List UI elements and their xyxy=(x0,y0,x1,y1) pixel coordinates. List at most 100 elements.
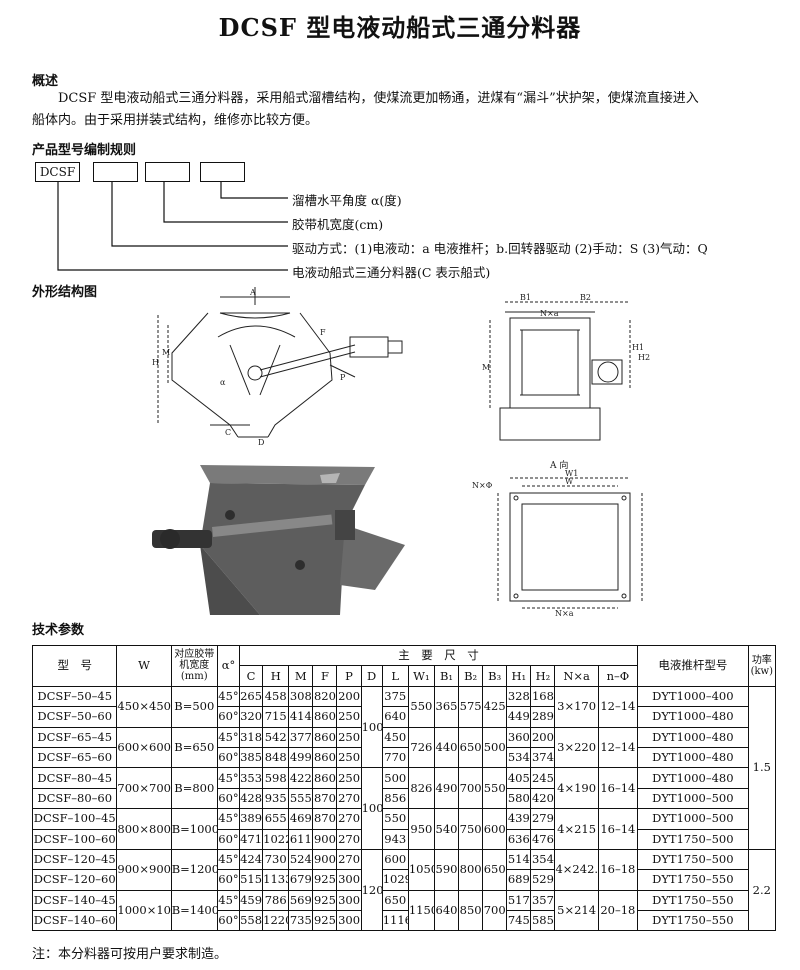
rule-item-drive-mode: 驱动方式：(1)电液动：a 电液推杆；b.回转器驱动 (2)手动：S (3)气动… xyxy=(292,241,708,256)
cell-l: 450 xyxy=(381,726,409,748)
page-title: DCSF 型电液动船式三通分料器 xyxy=(218,13,582,42)
cell-w: 600×600 xyxy=(116,726,172,769)
rule-item-angle: 溜槽水平角度 α(度) xyxy=(292,193,402,208)
dim-label-na: N×a xyxy=(540,309,559,318)
cell-alpha: 60° xyxy=(216,746,241,769)
cell-b1: 365 xyxy=(433,685,460,728)
cell-h2: 476 xyxy=(530,828,556,850)
cell-b1: 440 xyxy=(433,726,460,769)
cell-h: 935 xyxy=(262,787,290,810)
cell-l: 375 xyxy=(381,685,409,708)
cell-h2: 245 xyxy=(530,767,556,789)
side-view-drawing: B1 B2 N×a H1 H2 M xyxy=(482,293,650,441)
cell-h2: 354 xyxy=(530,848,556,871)
cell-w: 450×450 xyxy=(116,685,172,728)
dim-label-d: D xyxy=(258,438,264,445)
cell-f: 925 xyxy=(312,889,338,912)
cell-h2: 585 xyxy=(530,910,556,932)
cell-c: 424 xyxy=(239,848,264,871)
cell-nphi: 16–14 xyxy=(597,808,639,850)
cell-h1: 517 xyxy=(506,889,532,912)
cell-m: 555 xyxy=(288,787,314,810)
a-view-drawing: A 向 W1 W N×Φ N×a xyxy=(472,459,643,618)
cell-l: 1116 xyxy=(381,910,409,932)
cell-l: 650 xyxy=(381,889,409,912)
cell-w1: 826 xyxy=(407,767,435,810)
cell-l: 856 xyxy=(381,787,409,810)
cell-h2: 374 xyxy=(530,746,556,769)
cell-alpha: 45° xyxy=(216,685,241,708)
cell-p: 250 xyxy=(336,706,362,728)
col-c: C xyxy=(239,665,264,687)
cell-p: 200 xyxy=(336,685,362,708)
cell-h: 786 xyxy=(262,889,290,912)
dim-label-f: F xyxy=(320,328,326,337)
col-h1: H₁ xyxy=(506,665,532,687)
cell-pusher: DYT1000–480 xyxy=(637,726,749,748)
cell-belt: B=1400 xyxy=(170,889,218,932)
col-h2: H₂ xyxy=(530,665,556,687)
cell-model: DCSF–65–45 xyxy=(31,726,118,748)
col-m: M xyxy=(288,665,314,687)
overview-line-1: DCSF 型电液动船式三通分料器，采用船式溜槽结构，使煤流更加畅通，进煤有“漏斗… xyxy=(58,91,699,106)
product-photo xyxy=(152,465,405,615)
cell-pusher: DYT1000–480 xyxy=(637,767,749,789)
cell-nphi: 20–18 xyxy=(597,889,639,932)
cell-m: 524 xyxy=(288,848,314,871)
cell-l: 770 xyxy=(381,746,409,769)
cell-f: 870 xyxy=(312,808,338,830)
cell-m: 469 xyxy=(288,808,314,830)
cell-alpha: 45° xyxy=(216,767,241,789)
cell-alpha: 60° xyxy=(216,706,241,728)
cell-f: 860 xyxy=(312,767,338,789)
dim-label-h2: H2 xyxy=(638,353,650,362)
cell-m: 679 xyxy=(288,869,314,891)
cell-c: 459 xyxy=(239,889,264,912)
cell-m: 735 xyxy=(288,910,314,932)
cell-w1: 950 xyxy=(407,808,435,850)
table-row: DCSF–100–6060°4711022611900270943636476D… xyxy=(31,828,776,850)
col-f: F xyxy=(312,665,338,687)
model-code-box-3 xyxy=(200,162,245,182)
dim-label-b1: B1 xyxy=(520,293,531,302)
model-code-box-2 xyxy=(145,162,190,182)
front-view-drawing: A H M C D F P α xyxy=(152,287,403,445)
cell-l: 500 xyxy=(381,767,409,789)
cell-belt: B=800 xyxy=(170,767,218,810)
drawings-heading: 外形结构图 xyxy=(32,285,98,300)
col-b1: B₁ xyxy=(433,665,460,687)
cell-w: 1000×1000 xyxy=(116,889,172,932)
cell-f: 900 xyxy=(312,848,338,871)
cell-pusher: DYT1000–480 xyxy=(637,706,749,728)
cell-model: DCSF–50–45 xyxy=(31,685,118,708)
dim-label-c: C xyxy=(225,428,231,437)
cell-h1: 360 xyxy=(506,726,532,748)
cell-alpha: 60° xyxy=(216,910,241,932)
cell-l: 640 xyxy=(381,706,409,728)
cell-d: 100 xyxy=(360,767,383,850)
cell-h2: 289 xyxy=(530,706,556,728)
cell-belt: B=1000 xyxy=(170,808,218,850)
cell-h: 655 xyxy=(262,808,290,830)
cell-h1: 514 xyxy=(506,848,532,871)
cell-p: 270 xyxy=(336,848,362,871)
cell-model: DCSF–65–60 xyxy=(31,746,118,769)
cell-c: 471 xyxy=(239,828,264,850)
cell-h2: 168 xyxy=(530,685,556,708)
cell-pusher: DYT1000–500 xyxy=(637,808,749,830)
cell-m: 377 xyxy=(288,726,314,748)
cell-c: 318 xyxy=(239,726,264,748)
cell-pusher: DYT1000–480 xyxy=(637,746,749,769)
cell-h: 542 xyxy=(262,726,290,748)
cell-model: DCSF–140–60 xyxy=(31,910,118,932)
cell-b3: 425 xyxy=(482,685,508,728)
cell-h1: 689 xyxy=(506,869,532,891)
cell-model: DCSF–80–45 xyxy=(31,767,118,789)
cell-p: 300 xyxy=(336,869,362,891)
cell-h: 1220 xyxy=(262,910,290,932)
cell-b2: 575 xyxy=(458,685,484,728)
cell-h2: 357 xyxy=(530,889,556,912)
